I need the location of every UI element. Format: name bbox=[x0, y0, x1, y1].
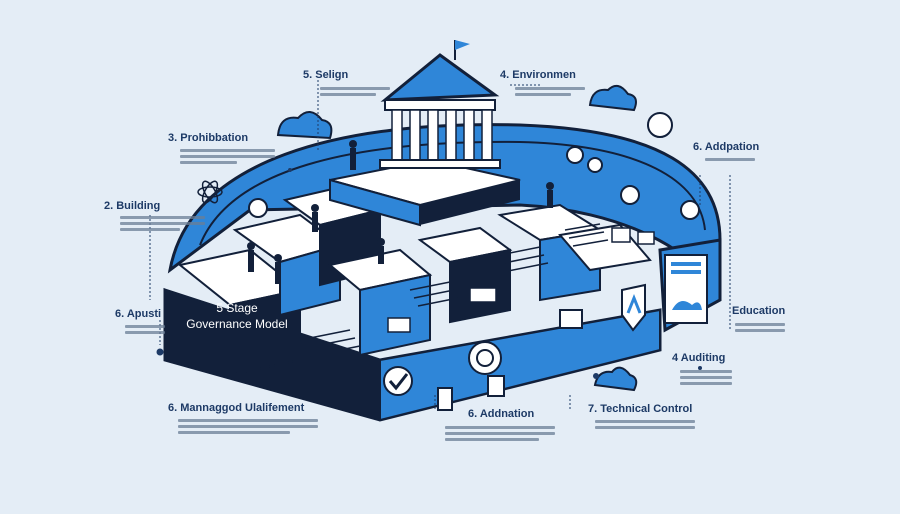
desc-addnation bbox=[445, 423, 555, 444]
model-title: 5 Stage Governance Model bbox=[172, 300, 302, 332]
oval-track-top bbox=[199, 140, 706, 246]
label-addpation: 6. Addpation bbox=[693, 141, 760, 153]
label-building: 2. Building bbox=[104, 200, 161, 212]
label-managed: 6. Mannaggod Ulalifement bbox=[168, 402, 305, 414]
shield-icon bbox=[621, 283, 646, 332]
desc-apusti bbox=[125, 322, 165, 337]
label-education: Education bbox=[732, 305, 786, 317]
power-icon bbox=[468, 341, 502, 375]
desc-building bbox=[120, 213, 205, 234]
gear-icon bbox=[248, 112, 700, 220]
desc-prohibbation bbox=[180, 146, 275, 167]
desc-auditing bbox=[680, 367, 732, 388]
label-environmen: 4. Environmen bbox=[500, 69, 576, 81]
desk-icon bbox=[387, 227, 655, 333]
temple-icon bbox=[379, 40, 501, 169]
desc-selign bbox=[320, 84, 390, 99]
label-apusti: 6. Apusti bbox=[115, 308, 162, 320]
check-icon bbox=[383, 366, 413, 396]
desc-managed bbox=[178, 416, 318, 437]
leader-dots bbox=[156, 168, 702, 379]
desc-technical bbox=[595, 417, 695, 432]
stair-steps bbox=[299, 223, 609, 357]
title-line-1: 5 Stage bbox=[216, 301, 258, 315]
right-panel bbox=[664, 254, 708, 324]
label-auditing: 4 Auditing bbox=[672, 352, 726, 364]
desc-education bbox=[735, 320, 785, 335]
flag-icon bbox=[455, 40, 470, 50]
label-addnation: 6. Addnation bbox=[468, 408, 535, 420]
stair-blocks bbox=[177, 183, 652, 377]
person-icon bbox=[247, 140, 554, 284]
label-selign: 5. Selign bbox=[303, 69, 349, 81]
label-prohibbation: 3. Prohibbation bbox=[168, 132, 249, 144]
desc-addpation bbox=[705, 155, 755, 164]
book-icon bbox=[437, 309, 583, 411]
label-technical: 7. Technical Control bbox=[588, 403, 693, 415]
desc-environmen bbox=[515, 84, 585, 99]
atom-icon bbox=[197, 180, 223, 204]
title-line-2: Governance Model bbox=[186, 317, 288, 331]
cloud-icon bbox=[276, 84, 638, 392]
